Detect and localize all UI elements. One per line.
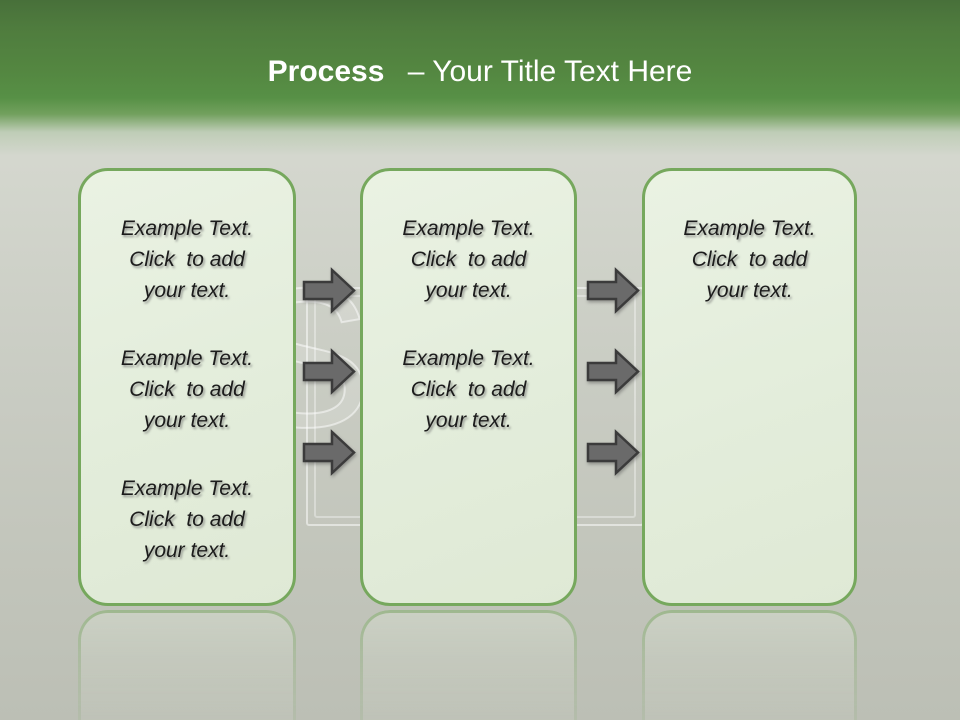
process-box-step-3[interactable]: Example Text. Click to add your text.: [642, 168, 857, 606]
box-reflection: [642, 610, 857, 720]
slide-title[interactable]: Process – Your Title Text Here: [0, 52, 960, 92]
box-reflection: [360, 610, 577, 720]
right-arrow-icon: [302, 429, 356, 476]
placeholder-text[interactable]: Example Text. Click to add your text.: [120, 477, 254, 562]
placeholder-text[interactable]: Example Text. Click to add your text.: [402, 217, 535, 302]
slide-title-emphasis: Process: [267, 55, 385, 88]
placeholder-text[interactable]: Example Text. Click to add your text.: [120, 217, 254, 302]
placeholder-text[interactable]: Example Text. Click to add your text.: [402, 347, 535, 432]
header-band: [0, 0, 960, 160]
slide-title-rest: – Your Title Text Here: [407, 55, 693, 88]
process-box-step-2[interactable]: Example Text. Click to add your text. Ex…: [360, 168, 577, 606]
process-box-step-1[interactable]: Example Text. Click to add your text. Ex…: [78, 168, 296, 606]
right-arrow-icon: [302, 348, 356, 395]
right-arrow-icon: [586, 348, 640, 395]
right-arrow-icon: [586, 267, 640, 314]
placeholder-text[interactable]: Example Text. Click to add your text.: [120, 347, 254, 432]
box-reflection: [78, 610, 296, 720]
right-arrow-icon: [302, 267, 356, 314]
placeholder-text[interactable]: Example Text. Click to add your text.: [683, 217, 816, 302]
right-arrow-icon: [586, 429, 640, 476]
